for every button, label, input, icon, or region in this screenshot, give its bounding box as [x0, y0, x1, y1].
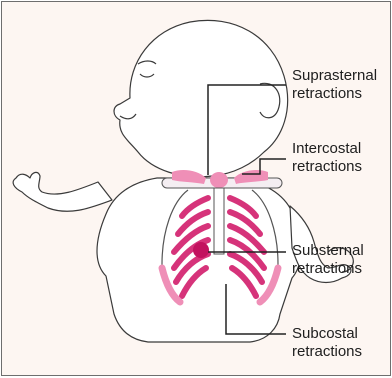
label-substernal: Substernal retractions [292, 242, 364, 278]
substernal-retraction [193, 242, 209, 258]
label-subcostal: Subcostal retractions [292, 325, 362, 361]
label-subcostal-line2: retractions [292, 343, 362, 361]
infant-head [114, 20, 288, 177]
sternum [214, 188, 224, 254]
suprasternal-notch [210, 172, 228, 188]
label-subcostal-line1: Subcostal [292, 325, 362, 343]
infant-left-arm [13, 172, 112, 211]
label-intercostal-line2: retractions [292, 158, 362, 176]
label-substernal-line1: Substernal [292, 242, 364, 260]
label-suprasternal-line1: Suprasternal [292, 67, 377, 85]
label-suprasternal-line2: retractions [292, 85, 377, 103]
label-suprasternal: Suprasternal retractions [292, 67, 377, 103]
label-substernal-line2: retractions [292, 260, 364, 278]
label-intercostal: Intercostal retractions [292, 140, 362, 176]
label-intercostal-line1: Intercostal [292, 140, 362, 158]
